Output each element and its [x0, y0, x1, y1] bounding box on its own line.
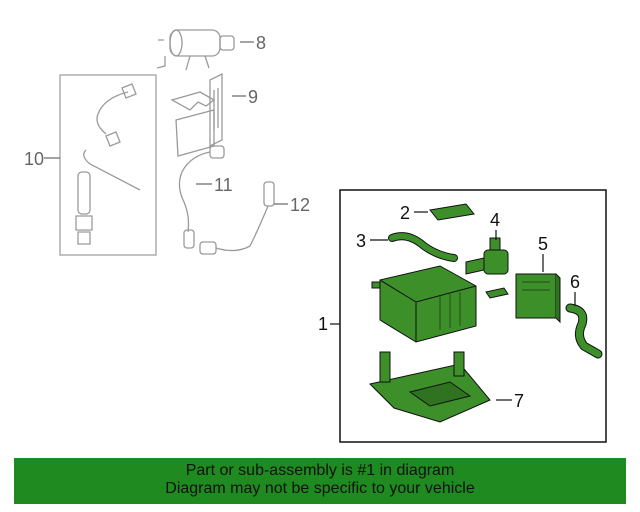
callout-2: 2 — [400, 203, 428, 223]
part-7-bracket — [369, 351, 491, 423]
svg-text:1: 1 — [318, 314, 328, 334]
svg-text:10: 10 — [24, 149, 44, 169]
info-banner: Part or sub-assembly is #1 in diagram Di… — [14, 458, 626, 504]
svg-text:12: 12 — [290, 195, 310, 215]
svg-text:4: 4 — [490, 210, 500, 230]
assembly-frame — [339, 189, 607, 443]
svg-text:6: 6 — [570, 272, 580, 292]
svg-text:2: 2 — [400, 203, 410, 223]
part-12-sensor — [199, 181, 275, 255]
callout-3: 3 — [356, 231, 388, 251]
part-6-tube — [565, 303, 603, 359]
callout-12: 12 — [274, 195, 310, 215]
part-11-sensor — [178, 145, 225, 249]
part-5-module — [515, 273, 561, 324]
banner-line-2: Diagram may not be specific to your vehi… — [165, 480, 475, 497]
svg-text:7: 7 — [514, 391, 524, 411]
callout-7: 7 — [496, 391, 524, 411]
svg-text:8: 8 — [256, 33, 266, 53]
svg-text:11: 11 — [214, 175, 233, 195]
callout-9: 9 — [232, 87, 258, 107]
callout-4: 4 — [490, 210, 500, 240]
part-10-kit-box — [59, 74, 157, 256]
callout-10: 10 — [24, 149, 60, 169]
part-8-valve — [156, 29, 235, 71]
part-2-filter — [429, 203, 475, 221]
part-3-hose — [388, 232, 458, 262]
svg-text:5: 5 — [538, 234, 548, 254]
svg-text:3: 3 — [356, 231, 366, 251]
callout-11: 11 — [196, 175, 233, 195]
part-canister — [371, 265, 509, 343]
svg-text:9: 9 — [248, 87, 258, 107]
banner-line-1: Part or sub-assembly is #1 in diagram — [185, 462, 455, 479]
callout-8: 8 — [240, 33, 266, 53]
callout-1: 1 — [318, 314, 340, 334]
callout-6: 6 — [570, 272, 580, 306]
part-9-bracket — [170, 72, 223, 157]
part-4-valve — [465, 237, 509, 275]
callout-5: 5 — [538, 234, 548, 272]
